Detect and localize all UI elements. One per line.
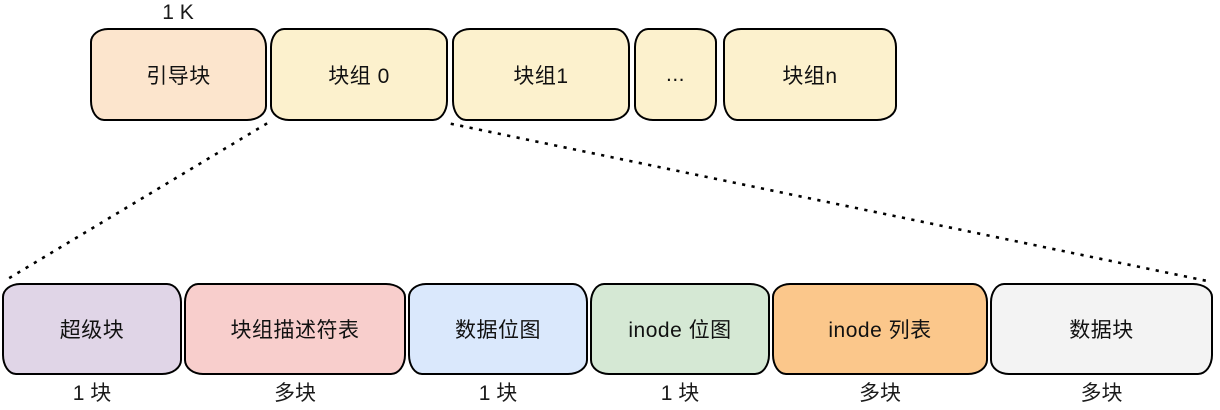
- block-superblock: 超级块: [2, 283, 182, 375]
- block-group-0: 块组 0: [270, 28, 448, 121]
- block-data-bitmap-label: 数据位图: [455, 319, 541, 342]
- caption-inode-bitmap: 1 块: [660, 382, 700, 405]
- block-group-descriptor-table: 块组描述符表: [184, 283, 406, 375]
- block-group-n: 块组n: [723, 28, 897, 121]
- block-group-0-label: 块组 0: [328, 64, 390, 88]
- block-boot-label: 引导块: [146, 64, 211, 88]
- block-data-blocks-label: 数据块: [1069, 319, 1134, 342]
- connector-line-left: [4, 122, 268, 282]
- block-group-n-label: 块组n: [782, 64, 838, 88]
- caption-superblock: 1 块: [72, 382, 112, 405]
- size-label-1k: 1 K: [162, 1, 194, 24]
- block-group-ellipsis-label: ...: [665, 62, 685, 86]
- block-group-1: 块组1: [452, 28, 630, 121]
- block-inode-list-label: inode 列表: [828, 319, 932, 342]
- caption-data-blocks: 多块: [1080, 382, 1123, 405]
- block-inode-list: inode 列表: [772, 283, 988, 375]
- block-data-bitmap: 数据位图: [408, 283, 588, 375]
- block-inode-bitmap-label: inode 位图: [628, 319, 732, 342]
- block-superblock-label: 超级块: [59, 319, 125, 342]
- block-group-ellipsis: ...: [634, 28, 717, 121]
- block-inode-bitmap: inode 位图: [590, 283, 770, 375]
- caption-group-descriptor-table: 多块: [274, 382, 316, 405]
- caption-data-bitmap: 1 块: [478, 382, 518, 405]
- block-group-descriptor-table-label: 块组描述符表: [230, 319, 360, 342]
- block-boot: 引导块: [90, 28, 267, 121]
- connector-line-right: [450, 122, 1214, 284]
- caption-inode-list: 多块: [859, 382, 901, 405]
- block-group-1-label: 块组1: [513, 64, 569, 88]
- block-data-blocks: 数据块: [990, 283, 1213, 375]
